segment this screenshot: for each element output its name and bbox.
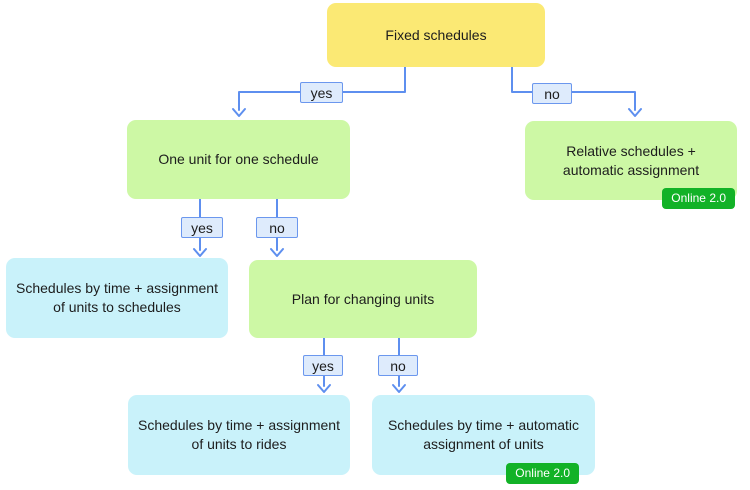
node-schedules-by-time-automatic: Schedules by time + automatic assignment… (372, 395, 595, 484)
node-schedules-by-time-units-to-schedules: Schedules by time + assignment of units … (6, 258, 228, 338)
node-schedules-by-time-units-to-rides: Schedules by time + assignment of units … (128, 395, 350, 475)
arrowhead-icon (270, 248, 284, 257)
node-label: Fixed schedules (385, 26, 487, 43)
node-label: Plan for changing units (291, 290, 435, 307)
arrowhead-icon (232, 108, 246, 117)
online-2-badge: Online 2.0 (662, 188, 735, 209)
node-label: Schedules by time + assignment of units … (16, 280, 218, 315)
node-label: Schedules by time + automatic assignment… (387, 417, 580, 452)
arrowhead-icon (392, 384, 406, 393)
edge-label-top-yes: yes (300, 82, 343, 103)
node-fixed-schedules: Fixed schedules (327, 3, 545, 67)
arrowhead-icon (317, 384, 331, 393)
edge-root-no (511, 66, 636, 111)
node-one-unit-for-one-schedule: One unit for one schedule (127, 120, 350, 199)
online-2-badge: Online 2.0 (506, 463, 579, 484)
edge-label-mid-yes: yes (181, 217, 223, 238)
node-label: Relative schedules + automatic assignmen… (562, 142, 700, 178)
node-label: One unit for one schedule (158, 151, 319, 167)
edge-label-low-no: no (378, 355, 418, 376)
edge-label-low-yes: yes (303, 355, 343, 376)
node-label: Schedules by time + assignment of units … (138, 417, 340, 452)
arrowhead-icon (193, 248, 207, 257)
node-relative-schedules: Relative schedules + automatic assignmen… (525, 121, 737, 209)
edge-label-top-no: no (532, 83, 572, 104)
edge-label-mid-no: no (256, 217, 298, 238)
arrowhead-icon (628, 108, 642, 117)
node-plan-for-changing-units: Plan for changing units (249, 260, 477, 338)
